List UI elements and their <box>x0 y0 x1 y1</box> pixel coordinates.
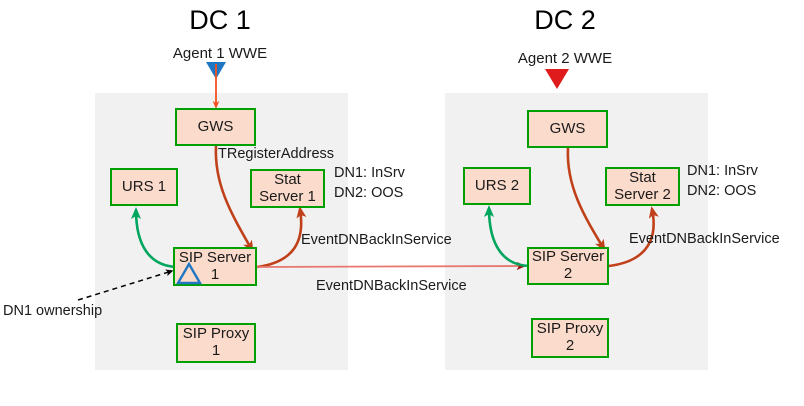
dc1-stat-server-box[interactable]: Stat Server 1 <box>250 169 325 208</box>
dc2-sipserver-to-urs-edge <box>483 205 530 268</box>
dc1-urs-box[interactable]: URS 1 <box>110 168 178 206</box>
dc2-title: DC 2 <box>534 5 596 35</box>
dn1-ownership-triangle-icon <box>175 261 203 285</box>
dc2-stat-server-label-line2: Server 2 <box>614 185 671 203</box>
dc2-sip-server-box[interactable]: SIP Server 2 <box>527 247 609 285</box>
dc1-gws-box[interactable]: GWS <box>175 108 256 146</box>
cross-dc-event-arrow <box>255 261 527 271</box>
dc1-event-up-label: EventDNBackInService <box>301 232 452 248</box>
dc1-sipserver-to-statserver-edge <box>256 206 307 269</box>
dc1-gws-label: GWS <box>197 117 234 135</box>
dc2-stat-server-label-line1: Stat <box>629 168 656 186</box>
dn1-ownership-note: DN1 ownership <box>3 303 103 319</box>
dc1-sip-server-label-line2: 1 <box>210 265 220 283</box>
dc2-sip-proxy-label: SIP Proxy 2 <box>536 320 604 354</box>
agent2-red-triangle <box>545 69 569 89</box>
dc2-gws-label: GWS <box>549 119 586 137</box>
dc2-event-up-label: EventDNBackInService <box>629 231 780 247</box>
dc1-dn-status: DN1: InSrv DN2: OOS <box>334 163 405 203</box>
dc1-sip-proxy-box[interactable]: SIP Proxy 1 <box>176 323 256 363</box>
dc1-title: DC 1 <box>189 5 251 35</box>
dc2-dn2-status: DN2: OOS <box>687 183 757 199</box>
dc1-dn2-status: DN2: OOS <box>334 185 404 201</box>
dc1-tregisteraddress-label: TRegisterAddress <box>218 146 335 162</box>
dc2-urs-box[interactable]: URS 2 <box>463 167 531 205</box>
dn1-ownership-pointer <box>77 269 174 301</box>
agent2-wwe-label: Agent 2 WWE <box>517 50 613 67</box>
dc2-gws-box[interactable]: GWS <box>527 110 608 148</box>
dc2-sip-server-label-line1: SIP Server <box>531 248 605 266</box>
dc2-urs-label: URS 2 <box>474 176 520 194</box>
agent1-wwe-label: Agent 1 WWE <box>172 45 268 62</box>
dc1-gws-to-sipserver-edge <box>214 145 254 253</box>
cross-dc-event-label: EventDNBackInService <box>316 278 467 294</box>
dc2-sip-proxy-box[interactable]: SIP Proxy 2 <box>531 318 609 358</box>
dc1-dn1-status: DN1: InSrv <box>334 165 405 181</box>
dc1-sipserver-to-urs-edge <box>130 207 178 269</box>
dc1-urs-label: URS 1 <box>121 177 167 195</box>
dc1-stat-server-label-line1: Stat <box>274 170 301 188</box>
dc2-stat-server-box[interactable]: Stat Server 2 <box>605 167 680 206</box>
dc1-sip-server-label-line1: SIP Server <box>178 248 252 266</box>
dc2-gws-to-sipserver-edge <box>566 147 606 252</box>
dc2-sip-server-label-line2: 2 <box>563 265 573 282</box>
dc2-dn-status: DN1: InSrv DN2: OOS <box>687 161 758 201</box>
dc2-sipserver-to-statserver-edge <box>608 206 659 268</box>
dc1-stat-server-label-line2: Server 1 <box>259 187 316 205</box>
dc2-dn1-status: DN1: InSrv <box>687 163 758 179</box>
dc1-sip-proxy-label: SIP Proxy 1 <box>182 325 250 359</box>
